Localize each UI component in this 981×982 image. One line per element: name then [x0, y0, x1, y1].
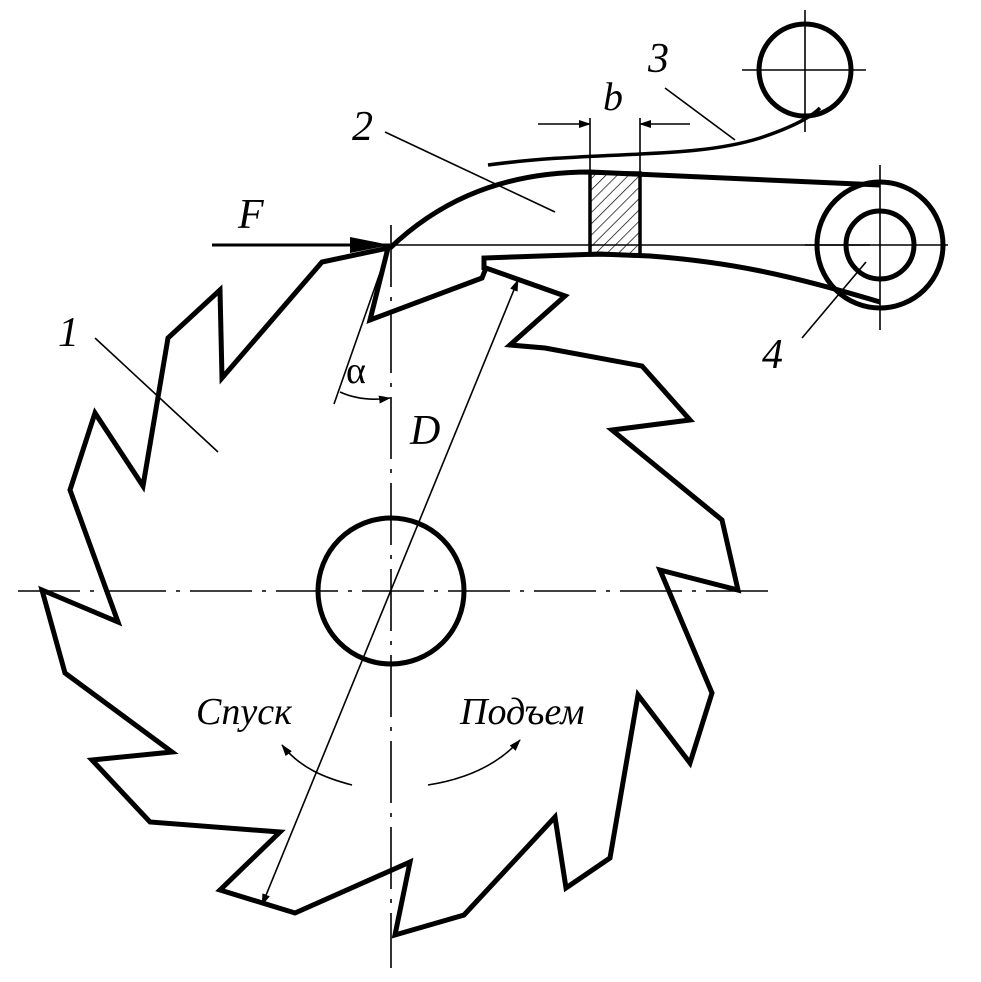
label-diameter: D	[409, 408, 440, 454]
angle-arc	[339, 391, 391, 404]
lift-direction-arrow	[427, 739, 521, 786]
label-angle: α	[346, 350, 366, 392]
ratchet-wheel	[38, 244, 742, 939]
label-spring: 3	[647, 36, 669, 82]
label-pawl: 2	[352, 104, 373, 150]
pawl-section	[588, 171, 642, 257]
pawl-body	[388, 169, 881, 250]
leader-line-3	[664, 87, 736, 141]
label-ratchet: 1	[58, 310, 79, 356]
label-lift: Подъем	[459, 691, 585, 733]
label-width: b	[603, 74, 623, 119]
spring-leaf	[487, 106, 822, 167]
leader-line-4	[801, 261, 867, 339]
leader-line-2	[384, 131, 556, 213]
label-axle: 4	[762, 332, 783, 378]
diameter-dimension-line	[261, 279, 519, 906]
leader-line-1	[94, 337, 219, 453]
label-force: F	[237, 192, 264, 238]
label-release: Спуск	[196, 691, 293, 733]
release-direction-arrow	[281, 744, 353, 786]
